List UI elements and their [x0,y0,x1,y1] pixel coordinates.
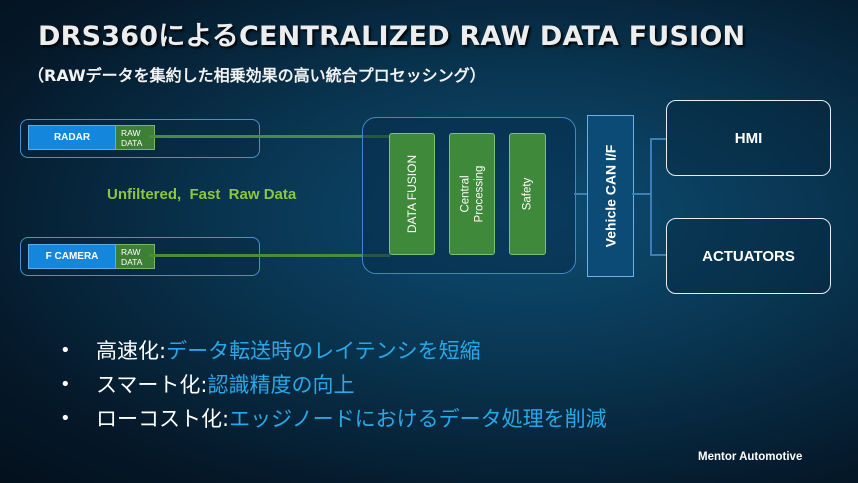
data-fusion-stage: DATA FUSION [389,133,435,255]
bullet-dot: • [60,407,71,429]
radar-sensor-label: RADAR [28,125,116,150]
central-processing-stage: Central Processing [449,133,495,255]
data-fusion-label: DATA FUSION [405,154,420,234]
can-output-stub [632,193,650,195]
camera-raw-line1: RAW [121,246,141,257]
benefit-text: データ転送時のレイテンシを短縮 [166,339,481,363]
benefit-label: 高速化: [96,339,167,363]
slide-title: DRS360によるCENTRALIZED RAW DATA FUSION [38,21,746,52]
central-processing-label: Central Processing [459,165,485,223]
radar-raw-line2: DATA [121,137,143,148]
benefits-list: • 高速化: データ転送時のレイテンシを短縮 • スマート化: 認識精度の向上 … [60,333,607,435]
bullet-dot: • [60,339,71,361]
safety-label: Safety [521,177,534,211]
fusion-to-can-connector [574,193,587,195]
actuators-box: ACTUATORS [666,218,831,294]
hmi-box: HMI [666,100,831,176]
benefit-text: 認識精度の向上 [207,373,355,397]
benefit-label: ローコスト化: [96,407,230,431]
bullet-dot: • [60,373,71,395]
benefit-item: • スマート化: 認識精度の向上 [60,367,607,401]
benefit-item: • ローコスト化: エッジノードにおけるデータ処理を削減 [60,401,607,435]
benefit-text: エッジノードにおけるデータ処理を削減 [229,407,607,431]
radar-raw-line1: RAW [121,127,141,138]
benefit-label: スマート化: [96,373,208,397]
footer-brand: Mentor Automotive [698,451,803,463]
hmi-connector [650,138,666,140]
camera-raw-data-tag: RAW DATA [115,244,155,269]
actuators-connector [650,254,666,256]
camera-sensor-label: F CAMERA [28,244,116,269]
safety-stage: Safety [509,133,546,255]
camera-data-line [149,254,390,257]
radar-raw-data-tag: RAW DATA [115,125,155,150]
vehicle-can-interface: Vehicle CAN I/F [587,115,634,277]
radar-data-line [149,135,390,138]
vehicle-can-label: Vehicle CAN I/F [602,144,619,248]
camera-raw-line2: DATA [121,256,143,267]
flow-label: Unfiltered, Fast Raw Data [107,186,297,203]
benefit-item: • 高速化: データ転送時のレイテンシを短縮 [60,333,607,367]
output-bracket-vertical [650,138,652,255]
slide-subtitle: （RAWデータを集約した相乗効果の高い統合プロセッシング） [28,66,486,85]
